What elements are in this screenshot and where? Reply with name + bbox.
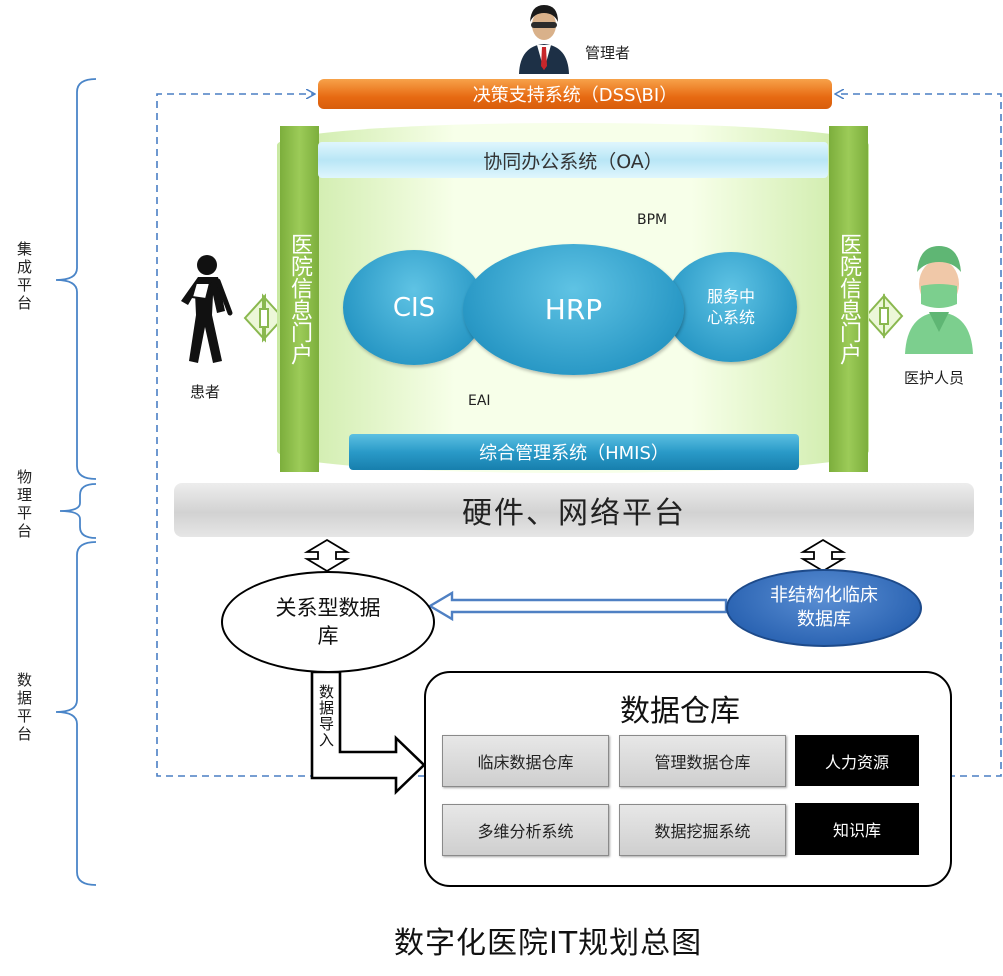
hospital-portal-left: 医院信息门户 — [280, 126, 319, 472]
dss-bi-label: 决策支持系统（DSS\BI） — [472, 85, 678, 106]
patient-label: 患者 — [190, 383, 221, 401]
eai-label: EAI — [468, 393, 491, 409]
patient-person-icon — [181, 255, 233, 363]
cis-ellipse: CIS — [343, 250, 485, 365]
hmis-label: 综合管理系统（HMIS） — [479, 443, 669, 464]
side-label-data: 数据平台 — [16, 671, 32, 743]
manager-person-icon — [519, 5, 569, 74]
unstructured-db-ellipse: 非结构化临床数据库 — [726, 569, 922, 647]
warehouse-cell-mining-label: 数据挖掘系统 — [654, 822, 751, 841]
manager-label: 管理者 — [585, 44, 631, 62]
side-label-integration: 集成平台 — [16, 240, 32, 312]
warehouse-cell-hr-label: 人力资源 — [824, 752, 889, 772]
portal-right-label: 医院信息门户 — [836, 233, 861, 365]
double-arrow-hw-right — [799, 538, 847, 573]
relational-db-ellipse: 关系型数据库 — [221, 571, 435, 673]
dss-bi-bar: 决策支持系统（DSS\BI） — [318, 79, 832, 109]
oa-bar: 协同办公系统（OA） — [318, 142, 828, 178]
oa-label: 协同办公系统（OA） — [483, 150, 663, 173]
hrp-label: HRP — [544, 293, 603, 326]
warehouse-cell-olap-label: 多维分析系统 — [477, 822, 574, 841]
hmis-bar: 综合管理系统（HMIS） — [349, 434, 799, 470]
warehouse-cell-management-label: 管理数据仓库 — [654, 753, 751, 772]
unstructured-db-label: 非结构化临床数据库 — [770, 585, 878, 630]
warehouse-cell-clinical-label: 临床数据仓库 — [477, 753, 574, 772]
warehouse-cell-mining: 数据挖掘系统 — [619, 804, 786, 856]
bracket-integration — [55, 78, 97, 480]
service-center-label: 服务中心系统 — [706, 287, 755, 327]
bracket-data — [55, 541, 97, 886]
relational-db-label: 关系型数据库 — [275, 596, 381, 648]
bw-arrows — [303, 538, 847, 573]
arrow-unstructured-to-relational — [427, 590, 728, 622]
double-arrow-patient — [243, 293, 285, 343]
medical-staff-label: 医护人员 — [904, 369, 965, 387]
arrow-data-import — [310, 670, 426, 796]
hospital-portal-right: 医院信息门户 — [829, 126, 868, 472]
double-arrow-staff — [864, 293, 904, 339]
warehouse-cell-knowledge-label: 知识库 — [832, 821, 881, 840]
bracket-physical — [59, 483, 97, 539]
warehouse-cell-olap: 多维分析系统 — [442, 804, 609, 856]
hardware-network-bar: 硬件、网络平台 — [174, 483, 974, 537]
warehouse-cell-management: 管理数据仓库 — [619, 735, 786, 787]
hrp-ellipse: HRP — [463, 244, 684, 375]
portal-left-label: 医院信息门户 — [287, 233, 312, 365]
bpm-label: BPM — [637, 212, 668, 228]
dashed-loop-right — [836, 94, 1002, 777]
data-import-label: 数据导入 — [317, 684, 335, 748]
data-warehouse-title: 数据仓库 — [620, 694, 740, 729]
cis-label: CIS — [392, 292, 436, 323]
double-arrow-hw-left — [303, 538, 351, 573]
warehouse-cell-hr: 人力资源 — [795, 735, 919, 786]
diagram-title: 数字化医院IT规划总图 — [394, 926, 703, 961]
medical-staff-icon — [905, 246, 973, 354]
warehouse-cell-knowledge: 知识库 — [795, 803, 919, 855]
service-center-ellipse: 服务中心系统 — [665, 252, 797, 362]
hardware-label: 硬件、网络平台 — [462, 496, 686, 531]
dashed-loop-left — [156, 94, 425, 777]
warehouse-cell-clinical: 临床数据仓库 — [442, 735, 609, 787]
side-label-physical: 物理平台 — [16, 468, 32, 540]
